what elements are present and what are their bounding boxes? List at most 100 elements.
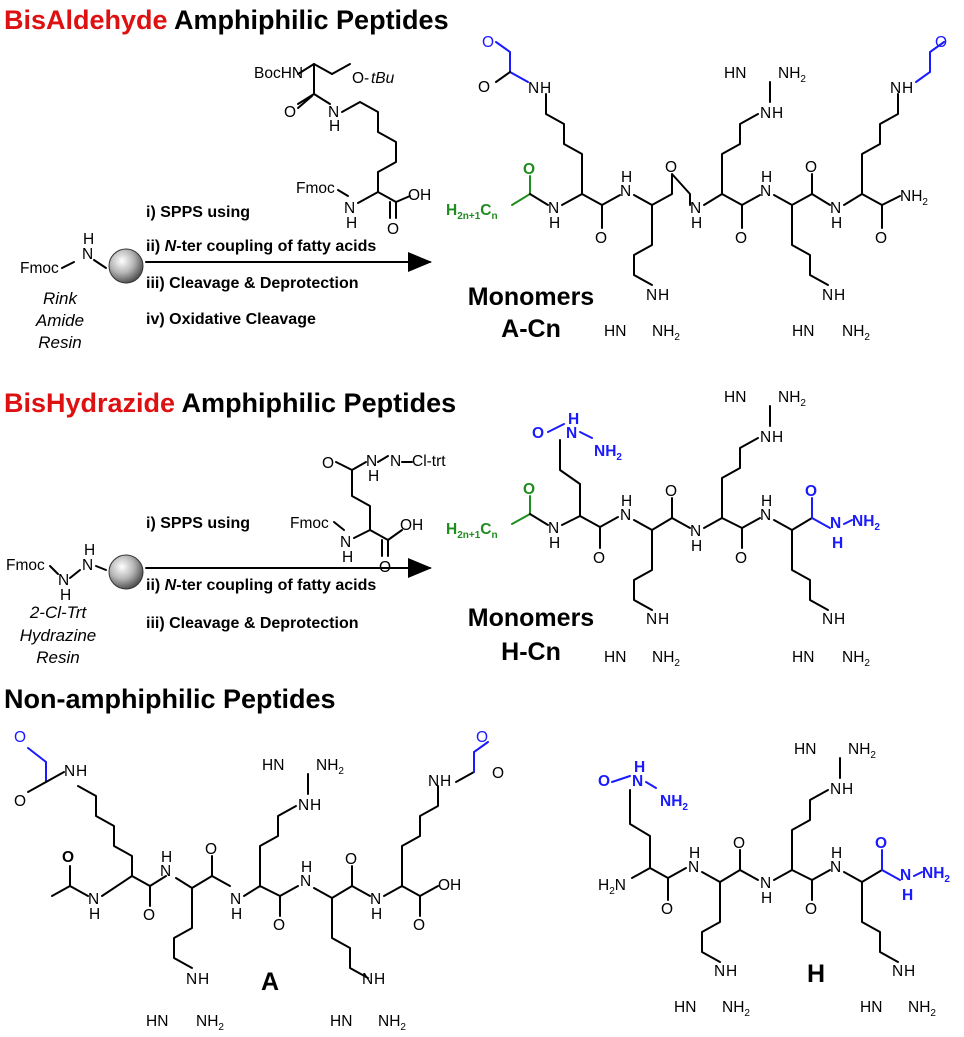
- section2-heading: BisHydrazide Amphiphilic Peptides: [4, 388, 456, 418]
- svg-text:H: H: [691, 538, 702, 555]
- svg-text:N: N: [822, 287, 833, 304]
- svg-text:O: O: [875, 835, 887, 852]
- svg-text:H: H: [726, 963, 737, 980]
- svg-text:N: N: [428, 773, 439, 790]
- svg-text:O: O: [387, 221, 399, 238]
- svg-text:N: N: [632, 773, 643, 790]
- svg-text:O: O: [523, 481, 535, 498]
- svg-text:O: O: [14, 729, 26, 746]
- svg-text:HN: HN: [860, 999, 882, 1016]
- svg-text:N: N: [58, 572, 69, 589]
- svg-text:H: H: [902, 887, 913, 904]
- svg-text:N: N: [82, 557, 93, 574]
- svg-text:H: H: [549, 535, 560, 552]
- svg-text:N: N: [822, 611, 833, 628]
- svg-text:H: H: [342, 549, 353, 566]
- svg-text:O: O: [523, 161, 535, 178]
- svg-text:O: O: [322, 455, 334, 472]
- reaction-conditions-1: i) SPPS using ii) N-ter coupling of fatt…: [145, 204, 432, 328]
- svg-text:ii) N-ter coupling of fatty ac: ii) N-ter coupling of fatty acids: [146, 238, 376, 255]
- svg-text:NH2: NH2: [378, 1013, 406, 1033]
- svg-text:iv) Oxidative Cleavage: iv) Oxidative Cleavage: [146, 311, 316, 328]
- svg-text:N: N: [298, 797, 309, 814]
- svg-text:H: H: [621, 493, 632, 510]
- svg-text:BocHN: BocHN: [254, 65, 303, 82]
- svg-text:Resin: Resin: [38, 333, 81, 352]
- product-a-cn-structure: H2n+1Cn O N H O N H O N H O N H O N H O …: [446, 34, 947, 343]
- svg-text:O: O: [935, 34, 947, 51]
- svg-text:NH2: NH2: [908, 999, 936, 1019]
- svg-text:O: O: [805, 483, 817, 500]
- svg-text:Cl-trt: Cl-trt: [412, 453, 446, 470]
- svg-text:N: N: [714, 963, 725, 980]
- svg-text:N: N: [890, 80, 901, 97]
- svg-text:HN: HN: [674, 999, 696, 1016]
- reagent-lysine-serine: BocHN O- tBu O N H Fmoc N H O OH: [254, 63, 431, 238]
- svg-text:N: N: [566, 425, 577, 442]
- svg-text:N: N: [344, 200, 355, 217]
- svg-text:O: O: [345, 851, 357, 868]
- svg-text:iii) Cleavage & Deprotection: iii) Cleavage & Deprotection: [146, 615, 359, 632]
- svg-text:N: N: [646, 611, 657, 628]
- svg-text:OH: OH: [400, 517, 423, 534]
- svg-text:N: N: [82, 246, 93, 263]
- svg-text:N: N: [620, 183, 631, 200]
- svg-text:NH2: NH2: [316, 757, 344, 777]
- svg-text:HN: HN: [724, 65, 746, 82]
- svg-text:HN: HN: [262, 757, 284, 774]
- svg-text:O: O: [273, 917, 285, 934]
- svg-text:2-Cl-Trt: 2-Cl-Trt: [29, 603, 88, 622]
- product-h-cn-structure: O N H NH2 H2n+1Cn O N H O N H O N H O N …: [446, 389, 880, 669]
- svg-text:H: H: [83, 231, 94, 248]
- rink-amide-resin: Fmoc N H Rink Amide Resin: [20, 231, 144, 352]
- svg-text:NH2: NH2: [196, 1013, 224, 1033]
- svg-text:H: H: [329, 118, 340, 135]
- svg-text:N: N: [760, 875, 771, 892]
- svg-text:N: N: [390, 453, 401, 470]
- svg-text:ii) N-ter coupling of fatty ac: ii) N-ter coupling of fatty acids: [146, 577, 376, 594]
- svg-text:N: N: [646, 287, 657, 304]
- svg-text:H2N: H2N: [598, 877, 626, 897]
- svg-text:i) SPPS using: i) SPPS using: [146, 204, 250, 221]
- section3-heading: Non-amphiphilic Peptides: [4, 684, 336, 714]
- svg-text:H: H: [60, 587, 71, 604]
- svg-text:N: N: [900, 867, 911, 884]
- svg-text:N: N: [230, 891, 241, 908]
- svg-text:N: N: [830, 515, 841, 532]
- svg-text:NH2: NH2: [900, 188, 928, 208]
- svg-text:NH2: NH2: [660, 793, 688, 813]
- peptide-a-structure: O O N H O N H O N H O N H O N H O N H O: [14, 729, 504, 1033]
- svg-text:N: N: [300, 873, 311, 890]
- svg-text:HN: HN: [792, 323, 814, 340]
- svg-text:H: H: [904, 963, 915, 980]
- svg-text:H: H: [761, 890, 772, 907]
- svg-text:NH2: NH2: [722, 999, 750, 1019]
- svg-text:O: O: [665, 483, 677, 500]
- svg-text:NH2: NH2: [778, 389, 806, 409]
- product-label-1-line1: Monomers: [468, 283, 594, 311]
- svg-text:H: H: [76, 763, 87, 780]
- svg-text:N: N: [64, 763, 75, 780]
- product-label-1-line2: A-Cn: [501, 315, 561, 343]
- reaction-conditions-2: i) SPPS using ii) N-ter coupling of fatt…: [145, 515, 432, 632]
- svg-text:O: O: [205, 841, 217, 858]
- section1-heading: BisAldehyde Amphiphilic Peptides: [4, 5, 449, 35]
- svg-text:H: H: [161, 849, 172, 866]
- svg-text:H: H: [346, 215, 357, 232]
- svg-text:HN: HN: [330, 1013, 352, 1030]
- svg-text:N: N: [370, 891, 381, 908]
- svg-text:N: N: [688, 859, 699, 876]
- svg-text:O: O: [735, 550, 747, 567]
- svg-text:NH2: NH2: [594, 443, 622, 463]
- svg-text:O: O: [62, 849, 74, 866]
- svg-text:NH2: NH2: [652, 323, 680, 343]
- svg-text:i) SPPS using: i) SPPS using: [146, 515, 250, 532]
- svg-text:O: O: [532, 425, 544, 442]
- svg-text:H: H: [761, 169, 772, 186]
- svg-text:Fmoc: Fmoc: [20, 260, 59, 277]
- svg-text:H: H: [658, 611, 669, 628]
- svg-text:N: N: [830, 200, 841, 217]
- svg-text:N: N: [690, 200, 701, 217]
- svg-text:N: N: [760, 429, 771, 446]
- svg-text:H: H: [301, 859, 312, 876]
